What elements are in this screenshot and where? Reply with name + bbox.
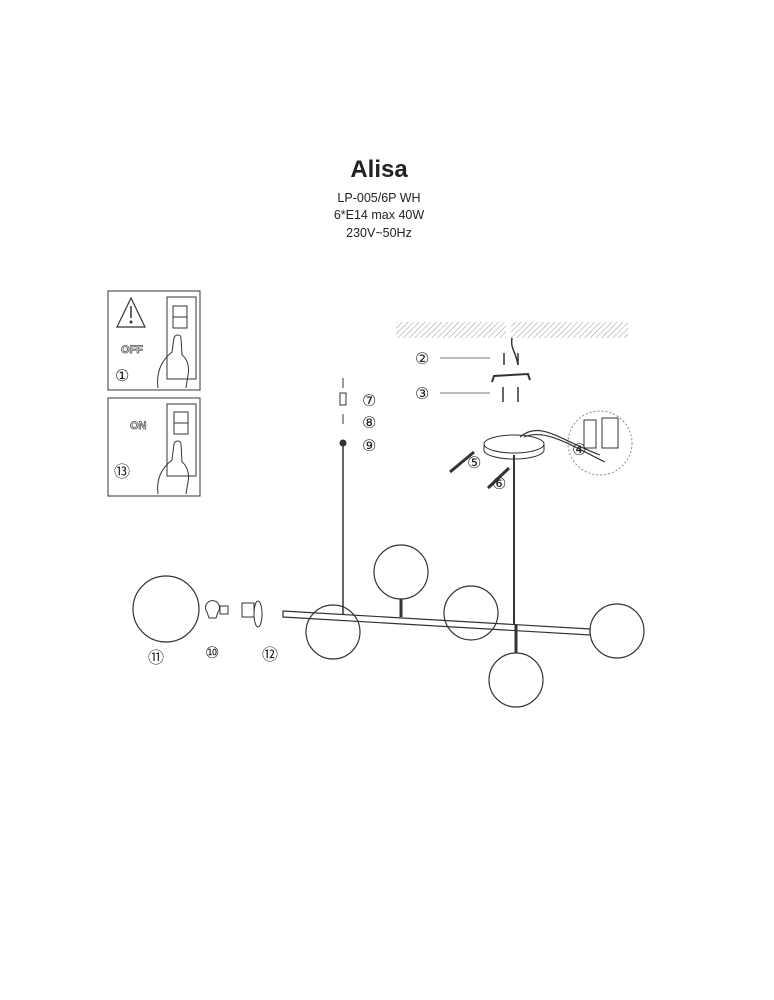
main-bar (282, 610, 591, 636)
step-3: ③ (415, 384, 429, 403)
screw-icon (502, 353, 519, 402)
terminal-detail (567, 410, 633, 476)
product-title: Alisa (350, 156, 408, 183)
on-label: ON (130, 420, 147, 432)
light-switch-icon (166, 296, 197, 380)
step-labels: ② ③ ④ ⑤ ⑥ ⑦ ⑧ ⑨ ⑩ ⑪ ⑫ (148, 349, 586, 667)
step-5: ⑤ (467, 453, 481, 472)
ceiling (396, 322, 506, 338)
mounting-bracket (491, 372, 531, 383)
power-off-panel (107, 290, 201, 391)
step-1: ① (115, 366, 129, 385)
bulb-icon (205, 600, 220, 619)
step-10: ⑩ (205, 643, 219, 662)
step-4: ④ (572, 440, 586, 459)
hand-icon (157, 440, 189, 495)
canopy (483, 434, 545, 454)
hand-icon (157, 334, 189, 389)
step-9: ⑨ (362, 436, 376, 455)
light-switch-icon (166, 403, 197, 477)
step-2: ② (415, 349, 429, 368)
power-on-panel (107, 397, 201, 497)
voltage-spec: 230V~50Hz (346, 226, 412, 240)
step-13: ⑬ (114, 462, 130, 481)
bulb-spec: 6*E14 max 40W (333, 208, 425, 222)
step-8: ⑧ (362, 413, 376, 432)
warning-icon (116, 296, 146, 328)
screwdriver-icon (449, 450, 511, 490)
step-7: ⑦ (362, 391, 376, 410)
step-11: ⑪ (148, 648, 164, 667)
off-label: OFF (121, 344, 143, 356)
model-number: LP-005/6P WH (337, 191, 421, 205)
globe-icon (132, 544, 645, 708)
step-6: ⑥ (492, 474, 506, 493)
step-12: ⑫ (262, 645, 278, 664)
